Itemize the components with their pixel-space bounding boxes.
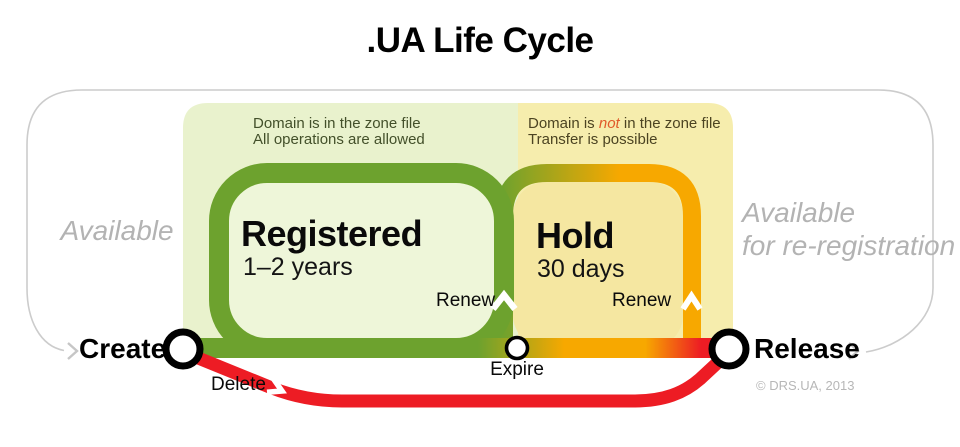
registered-loop-interior [229,183,494,348]
registered-note-line2: All operations are allowed [253,131,425,148]
hold-note-line2: Transfer is possible [528,131,658,148]
available-reregistration-state-label: Available for re-registration [742,197,956,261]
copyright-notice: © DRS.UA, 2013 [756,378,855,393]
renew-hold-label: Renew [612,290,672,311]
available-state-label: Available [60,215,174,246]
hold-note-line1: Domain is not in the zone file [528,115,721,132]
renew-registered-chevron-icon [490,289,518,312]
create-node [162,328,204,370]
outer-cycle-path [26,89,934,353]
delete-direction-chevron-icon [266,377,287,396]
renew-hold-chevron-icon [680,290,703,311]
flow-arrow-create-icon [67,342,79,360]
flow-arrow-release-icon [848,342,860,360]
renew-registered-label: Renew [436,290,496,311]
release-node [708,328,750,370]
hold-zone-name: Hold [536,215,614,256]
lifecycle-band [183,338,740,358]
release-event-label: Release [754,333,860,364]
delete-path [179,346,735,408]
delete-event-label: Delete [211,374,266,395]
expire-node [504,335,530,361]
hold-zone-duration: 30 days [537,255,625,283]
expire-event-label: Expire [490,359,544,380]
create-event-label: Create [79,333,167,364]
registered-zone-name: Registered [241,213,423,254]
page-title: .UA Life Cycle [366,21,594,60]
registered-note-line1: Domain is in the zone file [253,115,421,132]
registered-zone-duration: 1–2 years [243,253,353,281]
hold-note-not-emphasis: not [598,115,620,132]
registered-zone-note: Domain is in the zone file All operation… [253,116,425,148]
hold-zone-note: Domain is not in the zone file Transfer … [528,116,721,148]
hold-loop-interior [513,182,683,348]
